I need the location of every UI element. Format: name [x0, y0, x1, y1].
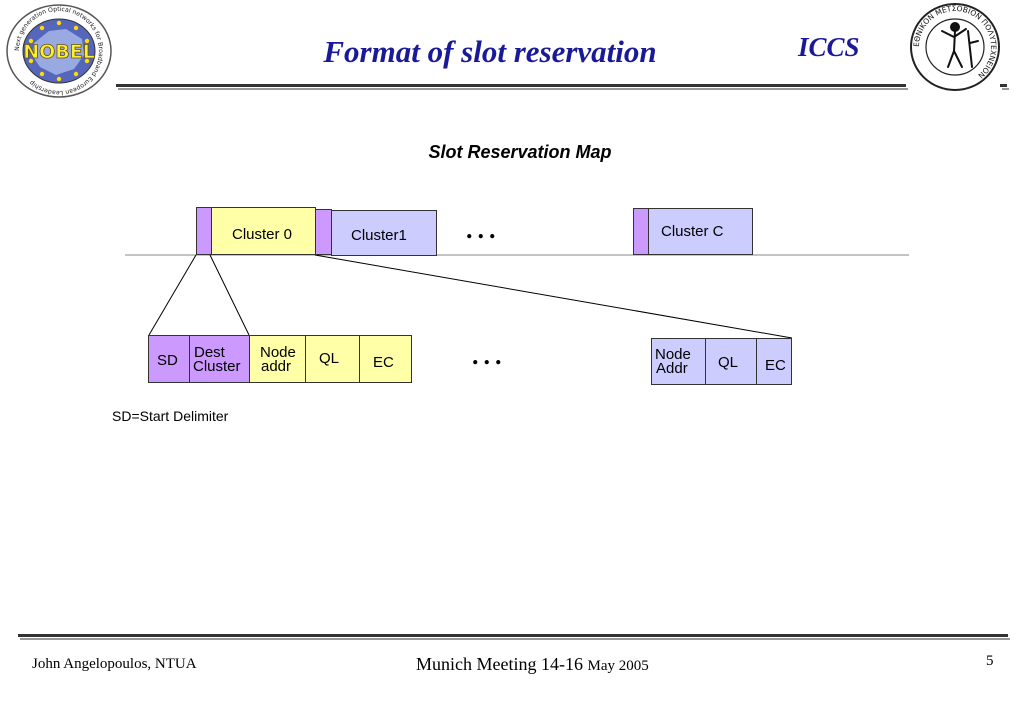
- ql-label: QL: [319, 350, 340, 367]
- node-label: Node: [260, 344, 296, 361]
- page-title: Format of slot reservation: [323, 34, 657, 69]
- node-addr-field-last: Node Addr: [651, 338, 706, 385]
- nobel-logo: Next generation Optical networks for Bro…: [6, 4, 112, 98]
- ql-label: QL: [718, 354, 739, 371]
- cluster-label: Cluster: [193, 358, 241, 375]
- ec-label: EC: [765, 357, 786, 374]
- cluster-0-label: Cluster 0: [232, 226, 293, 243]
- ql-field-last: QL: [705, 338, 757, 385]
- footer-meeting-name: Munich Meeting 14-16: [416, 654, 583, 674]
- ec-field: EC: [359, 335, 412, 383]
- cluster-1-block: Cluster1: [331, 210, 437, 256]
- footer-rule-shadow: [20, 638, 1010, 640]
- legend-note: SD=Start Delimiter: [112, 408, 229, 424]
- footer-author: John Angelopoulos, NTUA: [32, 656, 197, 672]
- ec-label: EC: [373, 354, 394, 371]
- header-rule: [116, 84, 906, 87]
- sd-field: SD: [148, 335, 190, 383]
- footer-meeting-date: May 2005: [587, 658, 649, 674]
- header-rule-tick: [1000, 84, 1007, 87]
- addr-label: addr: [261, 358, 292, 375]
- sd-label: SD: [157, 352, 178, 369]
- node-label: Node: [655, 346, 691, 363]
- header-rule-tick-shadow: [1002, 88, 1009, 90]
- node-addr-field: Node addr: [249, 335, 306, 383]
- footer-rule: [18, 634, 1008, 637]
- dest-label: Dest: [194, 344, 225, 361]
- top-ellipsis: ...: [466, 215, 501, 244]
- start-delimiter-block: [315, 209, 332, 255]
- start-delimiter-block: [196, 207, 212, 255]
- ql-field: QL: [305, 335, 360, 383]
- ec-field-last: EC: [756, 338, 792, 385]
- nobel-logo-name: NOBEL: [23, 41, 95, 63]
- footer-page-number: 5: [986, 653, 994, 669]
- bottom-ellipsis: ...: [472, 341, 507, 370]
- ntua-seal-logo: ΕΘΝΙΚΟΝ ΜΕΤΣΟΒΙΟΝ ΠΟΛΥΤΕΧΝΕΙΟΝ: [910, 3, 1000, 91]
- footer-meeting: Munich Meeting 14-16 May 2005: [416, 654, 649, 675]
- header-rule-shadow: [118, 88, 908, 90]
- cluster-c-block: Cluster C: [648, 208, 753, 255]
- cluster-1-label: Cluster1: [351, 227, 407, 244]
- cluster-c-label: Cluster C: [661, 223, 724, 240]
- addr-label: Addr: [656, 360, 688, 377]
- cluster-0-block: Cluster 0: [211, 207, 316, 255]
- dest-cluster-field: Dest Cluster: [189, 335, 250, 383]
- institute-label: ICCS: [798, 32, 860, 62]
- diagram-subtitle: Slot Reservation Map: [428, 142, 612, 162]
